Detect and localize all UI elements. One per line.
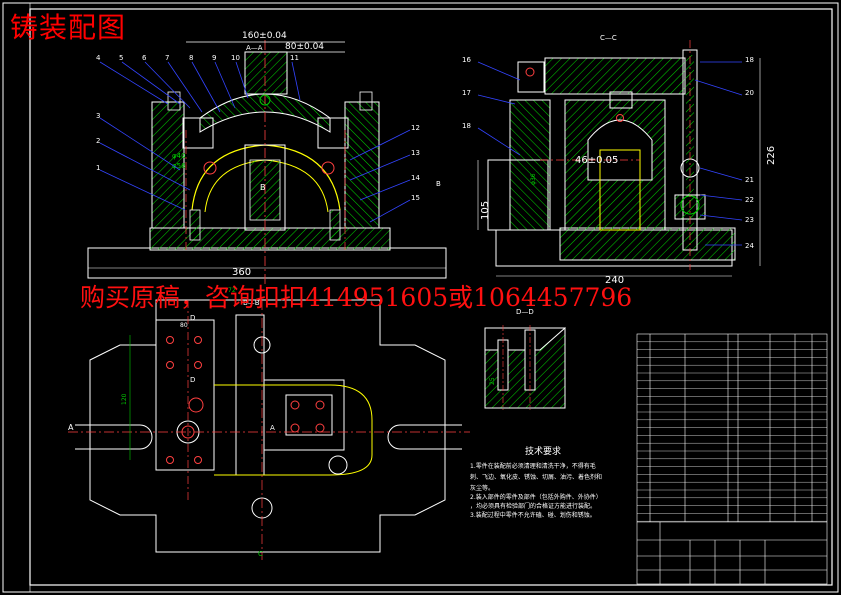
tech-line-6: 3.装配过程中零件不允许磕、碰、划伤和锈蚀。 <box>470 511 596 519</box>
balloon-2: 2 <box>96 137 100 145</box>
dim-top-small: 72 <box>228 287 236 294</box>
balloon-3: 3 <box>96 112 100 120</box>
dim-side-height: 226 <box>766 146 777 165</box>
front-view: 160±0.04 A—A 80±0.04 360 φ40 φ56 B 4 5 <box>87 31 447 285</box>
balloon-5: 5 <box>119 54 123 62</box>
balloon-12: 12 <box>411 124 420 132</box>
balloon-15: 15 <box>411 194 420 202</box>
side-view: C—C 240 226 105 46±0.05 φ36 <box>462 34 777 286</box>
section-mark-a-left: A <box>68 423 74 432</box>
dim-half-top: 80±0.04 <box>285 42 324 52</box>
parts-list-rows <box>637 341 827 522</box>
section-mark-b-right: B <box>436 180 441 188</box>
balloon-22: 22 <box>745 196 754 204</box>
dim-base-width: 360 <box>232 267 251 278</box>
balloon-13: 13 <box>411 149 420 157</box>
balloon-6: 6 <box>142 54 147 62</box>
dim-side-inner-h: 105 <box>480 201 491 220</box>
balloon-9: 9 <box>212 54 216 62</box>
tech-line-2: 刺、飞边、氧化皮、锈蚀、切屑、油污、着色剂和 <box>470 473 602 481</box>
front-right-block <box>344 101 380 229</box>
dim-bore-2: φ56 <box>172 162 186 170</box>
front-base-plate <box>87 247 447 279</box>
balloon-14: 14 <box>411 174 420 182</box>
balloon-1: 1 <box>96 164 100 172</box>
balloon-10: 10 <box>231 54 240 62</box>
section-mark-d-mid: D <box>190 376 195 384</box>
balloon-8: 8 <box>189 54 193 62</box>
side-top-arm <box>544 57 686 95</box>
balloon-18-left: 18 <box>462 122 471 130</box>
balloon-23: 23 <box>745 216 754 224</box>
tech-title: 技术要求 <box>525 445 561 457</box>
balloon-17: 17 <box>462 89 471 97</box>
balloon-24: 24 <box>745 242 754 250</box>
tech-line-3: 灰尘等。 <box>470 484 494 492</box>
section-mark-b-front: B <box>260 183 266 192</box>
balloon-21: 21 <box>745 176 754 184</box>
balloon-11: 11 <box>290 54 299 62</box>
front-top-clamp <box>244 51 288 95</box>
tech-line-5: ，均必须具有检验部门的合格证方能进行装配。 <box>470 502 596 510</box>
tech-line-4: 2.装入部件的零件及部件（包括外购件、外协件） <box>470 493 602 501</box>
watermark-title: 铸装配图 <box>10 11 127 44</box>
detail-view: D—D 25 <box>484 308 566 410</box>
section-mark-a-mid: A <box>270 424 275 432</box>
tech-line-1: 1.零件在装配前必须清理和清洗干净，不得有毛 <box>470 462 596 470</box>
dim-plan-h: 120 <box>121 393 128 405</box>
dim-overall-top: 160±0.04 <box>242 31 287 41</box>
balloon-16: 16 <box>462 56 471 64</box>
dim-side-offset: 46±0.05 <box>575 155 618 166</box>
section-mark-c: C <box>258 550 263 558</box>
section-mark-d-top: D <box>190 314 195 322</box>
balloon-20: 20 <box>745 89 754 97</box>
technical-requirements: 技术要求 1.零件在装配前必须清理和清洗干净，不得有毛 刺、飞边、氧化皮、锈蚀、… <box>470 445 602 519</box>
dim-side-width: 240 <box>605 275 624 286</box>
view-label-detail: D—D <box>516 308 534 316</box>
dim-top-w: 80 <box>180 322 188 329</box>
top-base-outline <box>89 299 446 553</box>
view-label-top: B—B <box>243 299 260 307</box>
parts-list-table <box>636 333 828 585</box>
balloon-7: 7 <box>165 54 169 62</box>
view-label-side: C—C <box>600 34 617 42</box>
balloon-18-right: 18 <box>745 56 754 64</box>
dim-side-bore: φ36 <box>530 173 537 185</box>
balloon-4: 4 <box>96 54 101 62</box>
top-view: B—B 120 72 80 A A C D D <box>68 287 470 560</box>
view-label-front: A—A <box>246 44 263 52</box>
side-vertical-block <box>509 99 551 231</box>
dim-bore-1: φ40 <box>172 152 186 160</box>
watermark-ad: 购买原稿，咨询扣扣414951605或1064457796 <box>80 283 633 312</box>
dim-detail: 25 <box>489 377 496 385</box>
